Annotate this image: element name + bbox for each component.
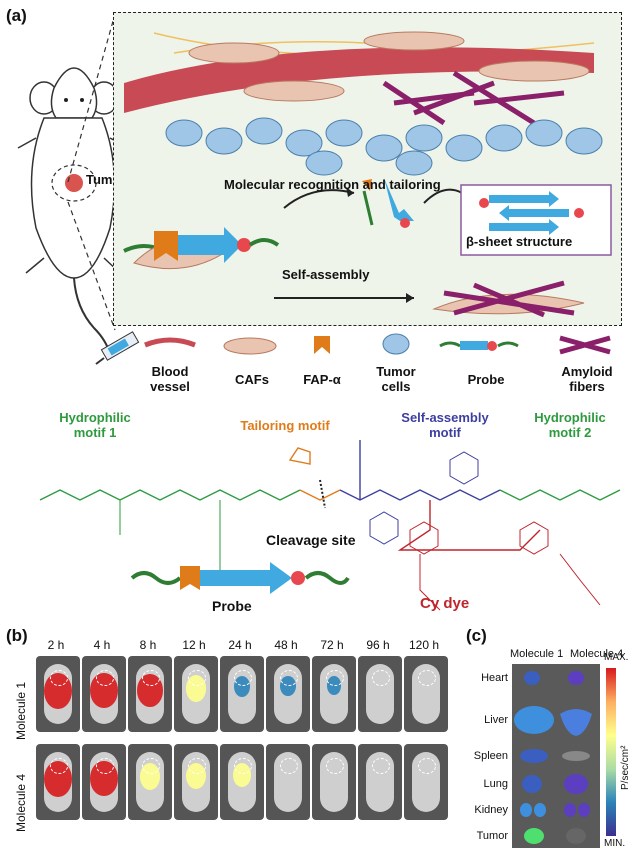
tumor-roi xyxy=(142,670,160,686)
molecule-4-tile-3 xyxy=(128,744,172,820)
probe-icon xyxy=(460,341,488,350)
amyloid-icon xyxy=(559,335,611,355)
organ-liver: Liver xyxy=(484,714,508,726)
molecule-4-tile-4 xyxy=(174,744,218,820)
zoom-lines xyxy=(67,13,116,331)
molecule-1-tile-1 xyxy=(36,656,80,732)
legend-icons xyxy=(144,333,611,355)
beta-sheet-label: β-sheet structure xyxy=(466,234,573,249)
organ-kidney: Kidney xyxy=(474,804,508,816)
tumor-roi xyxy=(96,670,114,686)
molecule-1-tile-3 xyxy=(128,656,172,732)
time-12h: 12 h xyxy=(182,638,206,652)
time-48h: 48 h xyxy=(274,638,298,652)
molecule-1-tile-5 xyxy=(220,656,264,732)
molecule-1-tile-7 xyxy=(312,656,356,732)
microenvironment-illustration xyxy=(123,31,612,318)
tumor-roi xyxy=(372,670,390,686)
blood-vessel-shape xyxy=(124,47,594,113)
time-24h: 24 h xyxy=(228,638,252,652)
fap-icon xyxy=(314,336,330,354)
cleavage-site-label: Cleavage site xyxy=(266,532,356,548)
organ-tumor: Tumor xyxy=(476,830,508,842)
molecule-1-tile-6 xyxy=(266,656,310,732)
tumor-roi xyxy=(96,758,114,774)
cy-dye-label: Cy dye xyxy=(420,595,470,612)
blood-vessel-icon xyxy=(144,337,196,348)
tumor-roi xyxy=(418,758,436,774)
time-120h: 120 h xyxy=(408,638,440,652)
tumor-roi xyxy=(280,758,298,774)
syringe-icon xyxy=(95,331,140,365)
molecule-4-tile-7 xyxy=(312,744,356,820)
recognition-text: Molecular recognition and tailoring xyxy=(224,177,441,192)
molecule-1-tile-8 xyxy=(358,656,402,732)
probe-graphic xyxy=(130,562,350,594)
imaging-grid xyxy=(34,656,454,846)
molecule-4-tile-9 xyxy=(404,744,448,820)
color-scale-bar xyxy=(606,668,616,836)
tailoring-motif: Tailoring motif xyxy=(240,418,330,433)
scale-min-label: MIN. xyxy=(604,838,626,849)
chemical-structure xyxy=(39,440,621,611)
tumor-roi xyxy=(188,670,206,686)
time-2h: 2 h xyxy=(47,638,65,652)
row-label-molecule-4: Molecule 4 xyxy=(14,773,28,832)
panel-b-label: (b) xyxy=(6,626,28,645)
tumor-roi xyxy=(280,670,298,686)
scale-unit-label: P/sec/cm² xyxy=(620,745,631,790)
molecule-4-tile-8 xyxy=(358,744,402,820)
col-label-molecule-1: Molecule 1 xyxy=(510,648,564,660)
tumor-roi xyxy=(234,670,252,686)
time-labels: 2 h 4 h 8 h 12 h 24 h 48 h 72 h 96 h 120… xyxy=(34,638,454,656)
tumor-microenvironment-box: Molecular recognition and tailoring β-sh… xyxy=(113,12,622,326)
molecule-4-tile-2 xyxy=(82,744,126,820)
molecule-1-tile-4 xyxy=(174,656,218,732)
tumor-roi xyxy=(50,758,68,774)
organ-heart: Heart xyxy=(481,672,508,684)
legend-cafs: CAFs xyxy=(235,372,269,387)
tumor-roi xyxy=(50,670,68,686)
time-96h: 96 h xyxy=(366,638,390,652)
tumor-roi xyxy=(372,758,390,774)
tumor-roi xyxy=(326,758,344,774)
panel-a-label: (a) xyxy=(6,6,27,25)
tumor-roi xyxy=(418,670,436,686)
self-assembly-label: Self-assembly xyxy=(282,267,370,282)
tumor-roi xyxy=(326,670,344,686)
organ-blobs xyxy=(514,671,592,844)
row-label-molecule-1: Molecule 1 xyxy=(14,681,28,740)
legend-probe: Probe xyxy=(467,372,505,387)
beta-sheet-drawing xyxy=(479,191,584,235)
col-label-molecule-4: Molecule 4 xyxy=(570,648,624,660)
time-72h: 72 h xyxy=(320,638,344,652)
molecule-4-tile-1 xyxy=(36,744,80,820)
molecule-1-tile-9 xyxy=(404,656,448,732)
imaging-row-molecule-1 xyxy=(34,656,454,736)
organ-lung: Lung xyxy=(483,778,508,790)
organ-spleen: Spleen xyxy=(473,750,508,762)
imaging-row-molecule-4 xyxy=(34,744,454,824)
caf-icon xyxy=(223,337,277,355)
molecule-4-tile-6 xyxy=(266,744,310,820)
time-8h: 8 h xyxy=(139,638,157,652)
molecule-4-tile-5 xyxy=(220,744,264,820)
tumor-roi xyxy=(142,758,160,774)
panel-c-label: (c) xyxy=(466,626,487,645)
tumor-cell-icon xyxy=(382,333,410,355)
probe-label: Probe xyxy=(212,598,252,614)
tumor-roi xyxy=(188,758,206,774)
legend-fap: FAP-α xyxy=(303,372,341,387)
ex-vivo-organ-image xyxy=(512,664,600,848)
time-4h: 4 h xyxy=(93,638,111,652)
scale-max-label: MAX. xyxy=(604,652,629,663)
molecule-1-tile-2 xyxy=(82,656,126,732)
tumor-roi xyxy=(234,758,252,774)
